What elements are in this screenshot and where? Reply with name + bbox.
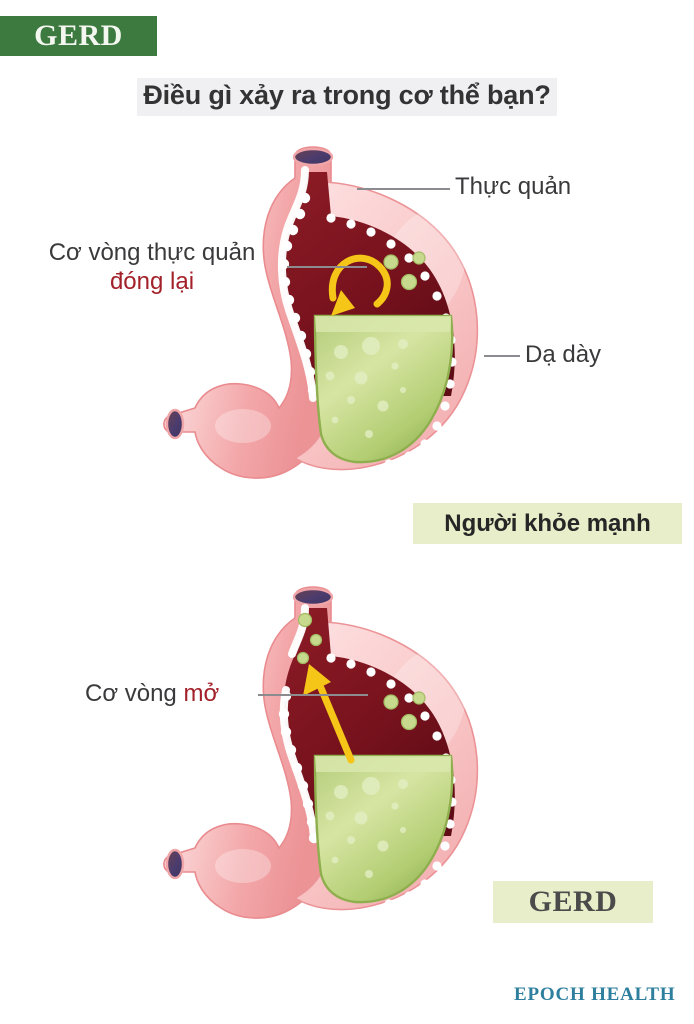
acid-bubbles	[325, 337, 408, 438]
acid-bubbles	[325, 777, 408, 878]
label-esophagus: Thực quản	[455, 173, 572, 200]
gastric-acid-pool	[313, 314, 454, 464]
label-sphincter-open: Cơ vòng mở	[85, 679, 219, 708]
label-sphincter-closed: Cơ vòng thực quản đóng lại	[18, 238, 286, 297]
esophagus-opening	[292, 147, 334, 167]
caption-gerd-text: GERD	[528, 885, 618, 918]
caption-healthy: Người khỏe mạnh	[413, 503, 682, 544]
duodenum-opening	[165, 848, 185, 880]
caption-gerd: GERD	[493, 881, 653, 923]
esophagus-opening	[292, 587, 334, 607]
sphincter-closed-leader-line	[287, 266, 367, 268]
label-sphincter-closed-line1: Cơ vòng thực quản	[48, 239, 256, 266]
pylorus-highlight	[215, 849, 271, 883]
page-title-wrapper: Điều gì xảy ra trong cơ thể bạn?	[0, 78, 694, 116]
sphincter-beads-open	[278, 690, 320, 844]
duodenum-opening	[165, 408, 185, 440]
gastric-acid-pool	[313, 754, 454, 904]
acid-surface-line	[315, 316, 451, 332]
food-particles-stomach	[383, 691, 426, 731]
sphincter-open-leader-line	[258, 694, 368, 696]
label-sphincter-closed-line2: đóng lại	[109, 268, 195, 296]
page-title: Điều gì xảy ra trong cơ thể bạn?	[137, 78, 557, 116]
esophagus-leader-line	[357, 188, 450, 190]
closed-sphincter-arrow	[328, 254, 391, 316]
gerd-badge-label: GERD	[34, 19, 123, 52]
label-stomach: Dạ dày	[525, 341, 602, 368]
label-sphincter-open-prefix: Cơ vòng	[85, 680, 184, 707]
caption-healthy-text: Người khỏe mạnh	[444, 509, 651, 537]
reflux-particles-esophagus	[296, 612, 323, 665]
label-sphincter-open-accent: mở	[183, 680, 220, 707]
gerd-stomach-illustration	[155, 578, 530, 968]
footer-brand: EPOCH HEALTH	[514, 984, 676, 1005]
food-particles-healthy	[383, 251, 426, 291]
reflux-arrow	[303, 664, 355, 764]
acid-surface-line	[315, 756, 451, 772]
sphincter-lining-upper	[288, 604, 309, 658]
pylorus-highlight	[215, 409, 271, 443]
gerd-badge: GERD	[0, 16, 157, 56]
healthy-stomach-illustration	[155, 138, 530, 528]
stomach-leader-line	[484, 355, 520, 357]
sphincter-beads-closed	[278, 192, 319, 396]
